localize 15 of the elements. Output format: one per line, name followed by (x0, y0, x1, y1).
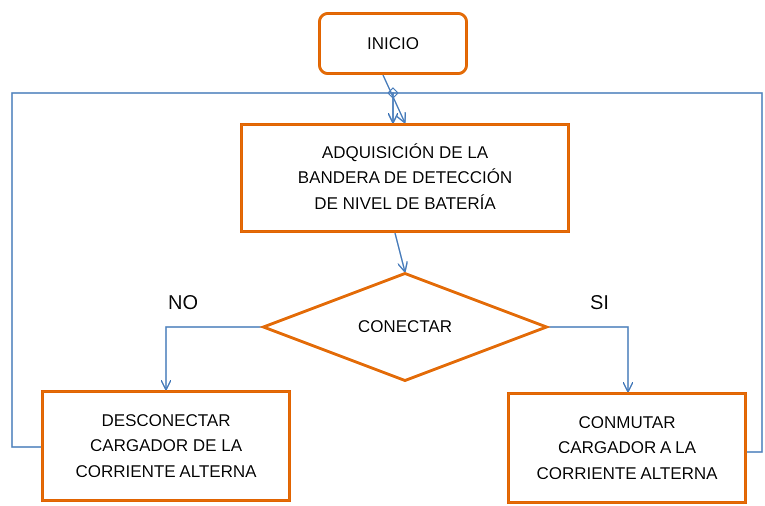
node-label: CONECTAR (358, 316, 452, 338)
process-box (507, 392, 747, 504)
start-terminal (318, 12, 468, 75)
arrow (387, 92, 763, 453)
arrow (160, 326, 262, 391)
node-label: DESCONECTAR CARGADOR DE LA CORRIENTE ALTERNA (74, 410, 258, 483)
process-box (41, 390, 291, 502)
node-label: INICIO (367, 32, 419, 55)
arrow (548, 326, 634, 393)
decision-diamond (262, 272, 548, 382)
node-label: ADQUISICIÓN DE LA BANDERA DE DETECCIÓN DE NIVEL DE BATERÍA (296, 142, 514, 215)
process-box (240, 123, 570, 233)
arrow (394, 232, 408, 273)
node-label: CONMUTAR CARGADOR A LA CORRIENTE ALTERNA (535, 412, 719, 485)
arrow (382, 74, 406, 124)
